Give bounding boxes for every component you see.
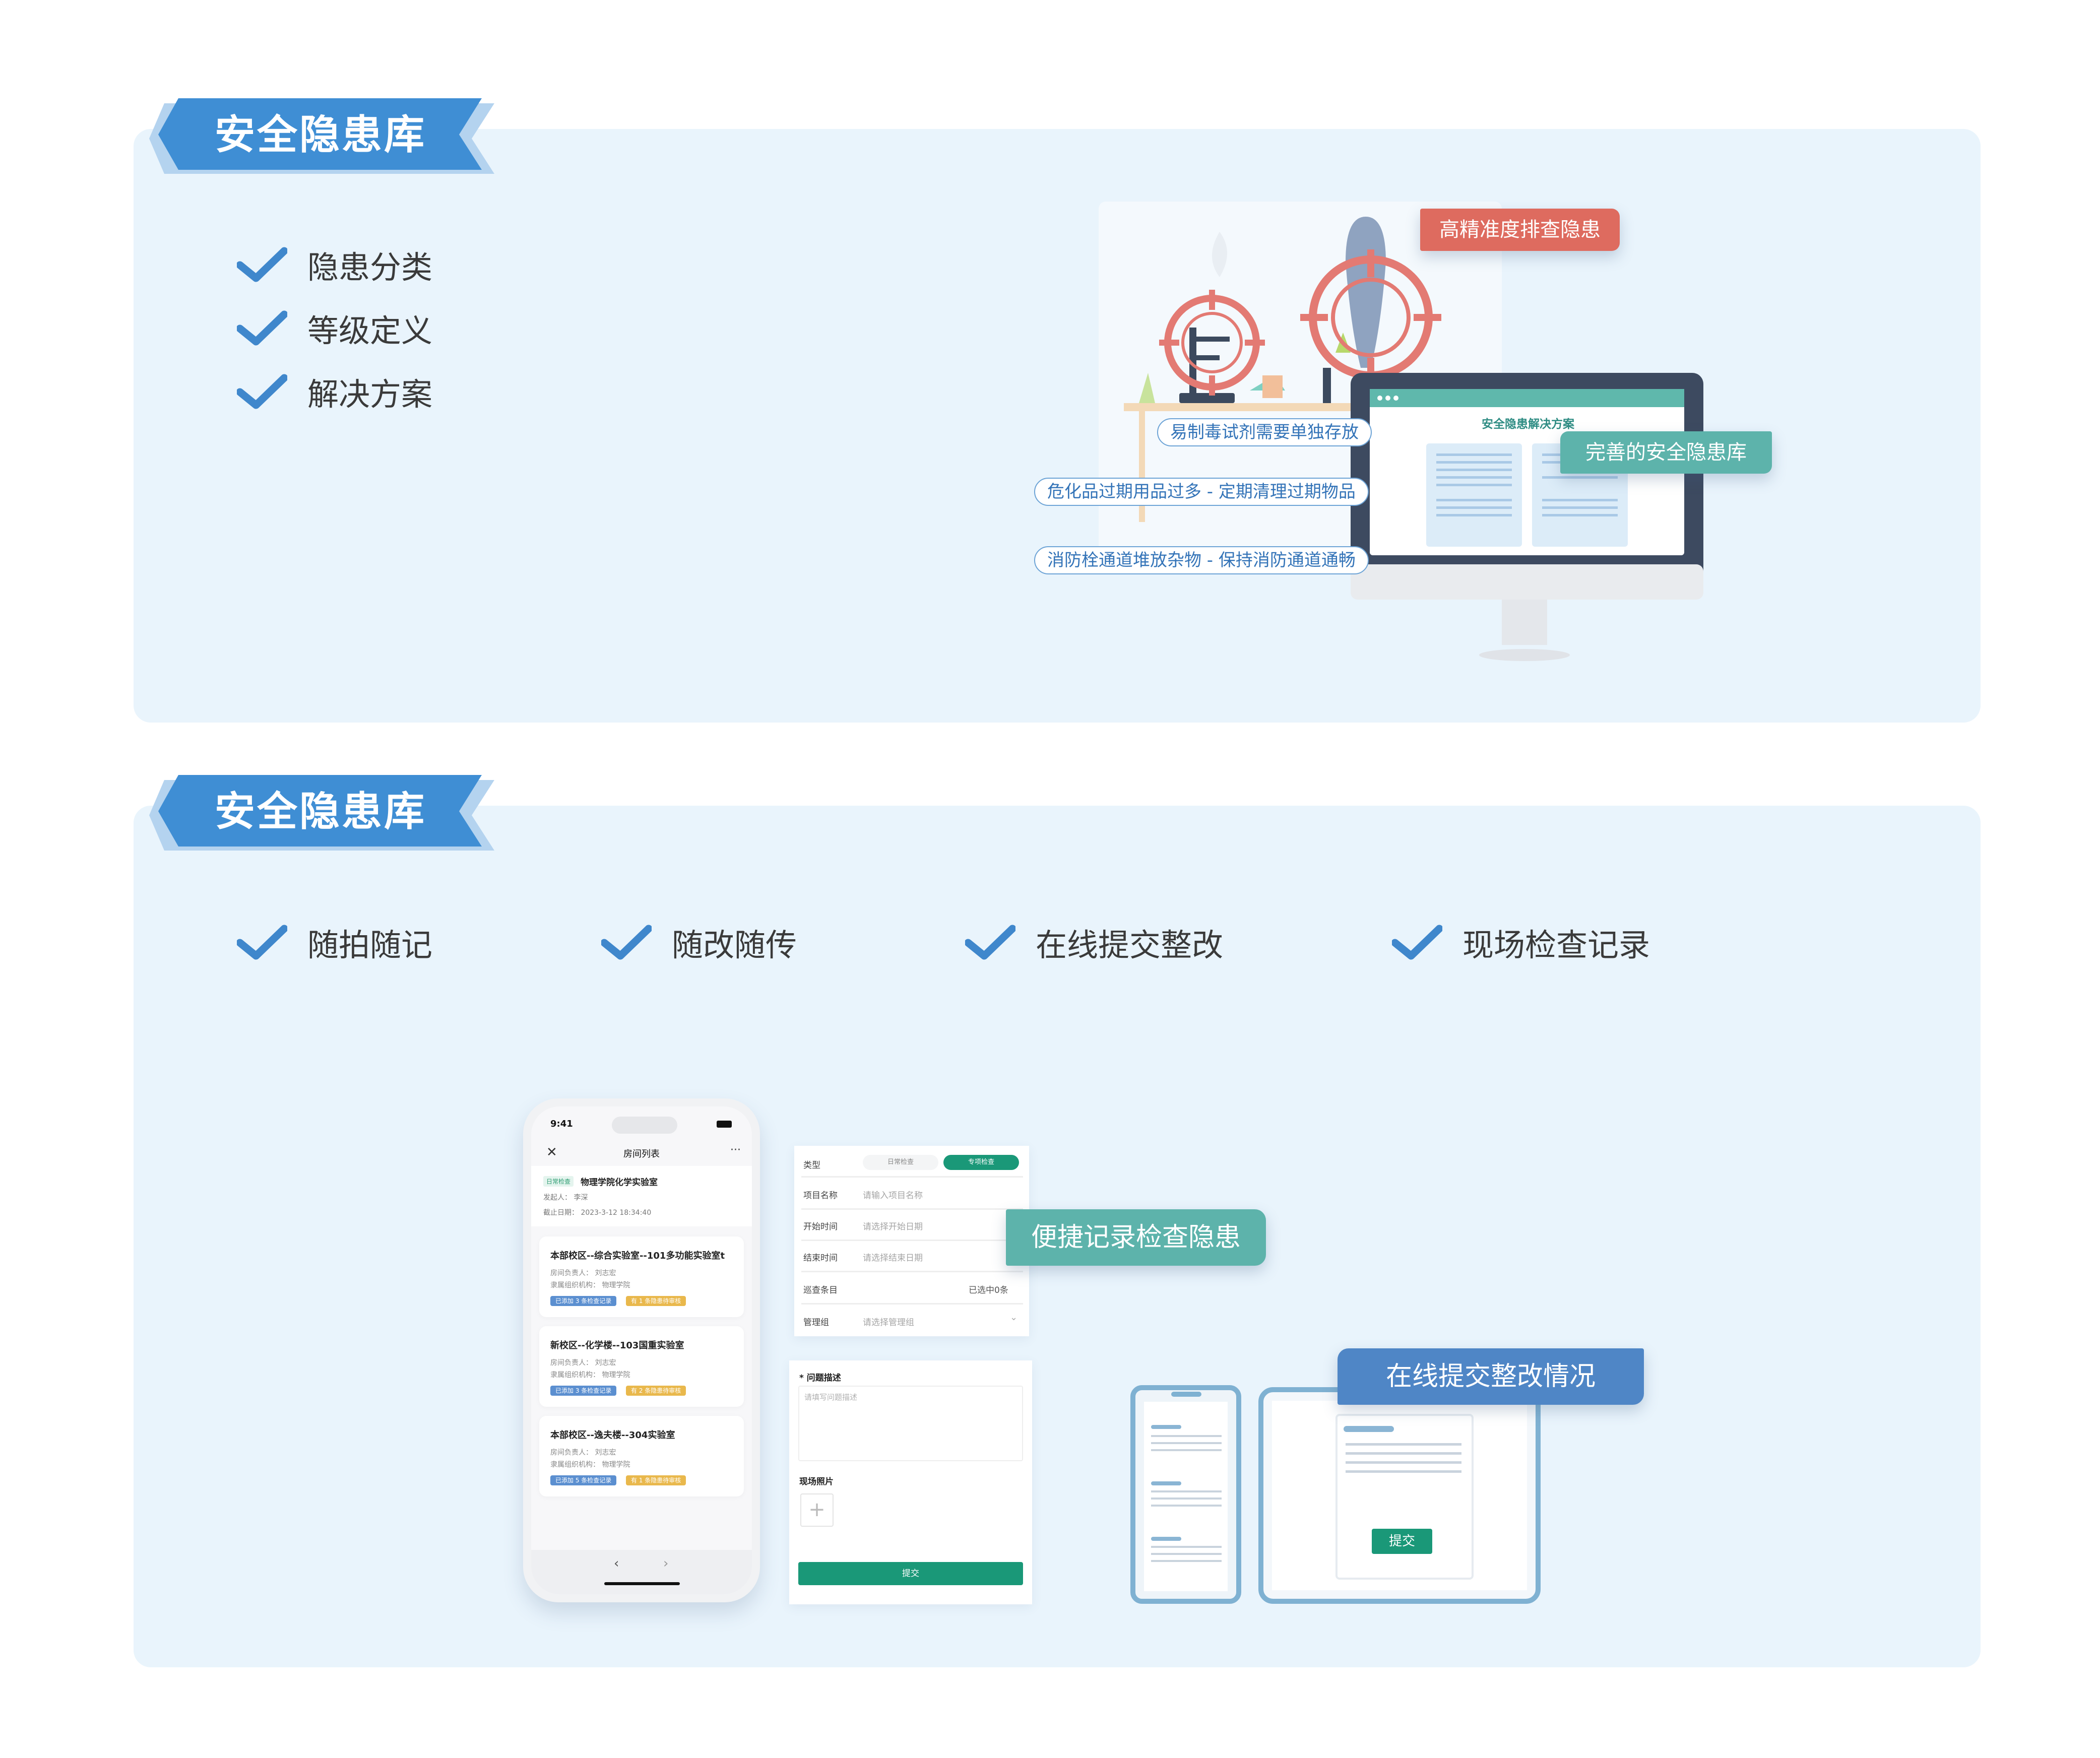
tag-precision: 高精准度排查隐患 xyxy=(1420,209,1620,251)
room-card[interactable]: 本部校区--综合实验室--101多功能实验室t 房间负责人： 刘志宏 隶属组织机… xyxy=(539,1236,744,1317)
record-chip: 已添加 3 条检查记录 xyxy=(550,1386,617,1396)
type-option-special[interactable]: 专项检查 xyxy=(943,1155,1019,1170)
patrol-items-label: 巡查条目 xyxy=(803,1285,838,1295)
feature-label: 现场检查记录 xyxy=(1462,927,1650,963)
home-indicator xyxy=(604,1582,680,1585)
room-org: 隶属组织机构： 物理学院 xyxy=(550,1281,630,1289)
end-time-label: 结束时间 xyxy=(803,1253,838,1263)
type-label: 类型 xyxy=(803,1160,820,1170)
target-icon xyxy=(1159,290,1265,396)
start-time-input[interactable]: 请选择开始日期 xyxy=(863,1222,923,1232)
check-icon xyxy=(237,310,287,346)
room-title: 本部校区--综合实验室--101多功能实验室t xyxy=(550,1251,725,1261)
type-option-daily[interactable]: 日常检查 xyxy=(863,1155,938,1170)
pending-chip: 有 1 条隐患待审核 xyxy=(626,1296,686,1306)
end-time-input[interactable]: 请选择结束日期 xyxy=(863,1253,923,1263)
group-label: 管理组 xyxy=(803,1318,829,1328)
hazard-bubble: 危化品过期用品过多 - 定期清理过期物品 xyxy=(1034,478,1369,506)
device-submit-button[interactable]: 提交 xyxy=(1372,1529,1432,1554)
feature-item: 在线提交整改 xyxy=(965,920,1223,965)
feature-item: 随拍随记 xyxy=(237,920,432,965)
check-icon xyxy=(237,247,287,282)
lab-illustration: 安全隐患解决方案 xyxy=(1099,202,1764,665)
record-chip: 已添加 3 条检查记录 xyxy=(550,1296,617,1306)
add-photo-button[interactable]: + xyxy=(800,1493,834,1527)
check-icon xyxy=(601,925,652,960)
room-owner: 房间负责人： 刘志宏 xyxy=(550,1269,616,1277)
feature-item: 解决方案 xyxy=(237,369,432,414)
problem-form: * 问题描述 请填写问题描述 现场照片 + 提交 xyxy=(789,1360,1032,1604)
problem-placeholder: 请填写问题描述 xyxy=(804,1393,858,1402)
type-badge: 日常检查 xyxy=(543,1176,574,1187)
feature-label: 等级定义 xyxy=(307,312,433,349)
more-icon[interactable]: ··· xyxy=(730,1144,741,1156)
project-name-input[interactable]: 请输入项目名称 xyxy=(863,1191,923,1201)
dynamic-island xyxy=(612,1117,677,1134)
bottom-bar xyxy=(531,1550,752,1594)
phone-screen: 9:41 ✕ 房间列表 ··· 日常检查 物理学院化学实验室 发起人： 李深 截… xyxy=(531,1106,752,1594)
section-1-ribbon: 安全隐患库 xyxy=(149,98,494,174)
check-icon xyxy=(965,925,1015,960)
monitor-title: 安全隐患解决方案 xyxy=(1482,418,1574,431)
tag-online-submit: 在线提交整改情况 xyxy=(1338,1348,1644,1405)
room-org: 隶属组织机构： 物理学院 xyxy=(550,1371,630,1379)
status-time: 9:41 xyxy=(550,1119,573,1129)
close-icon[interactable]: ✕ xyxy=(546,1145,557,1160)
section-2-ribbon: 安全隐患库 xyxy=(149,775,494,851)
room-card[interactable]: 本部校区--逸夫楼--304实验室 房间负责人： 刘志宏 隶属组织机构： 物理学… xyxy=(539,1416,744,1496)
feature-item: 现场检查记录 xyxy=(1392,920,1650,965)
devices-illustration: 提交 xyxy=(1129,1381,1557,1607)
patrol-items-value[interactable]: 已选中0条 xyxy=(969,1285,1008,1295)
pending-chip: 有 1 条隐患待审核 xyxy=(626,1475,686,1485)
room-org: 隶属组织机构： 物理学院 xyxy=(550,1461,630,1469)
initiator: 发起人： 李深 xyxy=(543,1194,588,1202)
record-chip: 已添加 5 条检查记录 xyxy=(550,1475,617,1485)
room-title: 新校区--化学楼--103国重实验室 xyxy=(550,1340,684,1351)
start-time-label: 开始时间 xyxy=(803,1222,838,1232)
section-2-title: 安全隐患库 xyxy=(215,788,426,835)
room-title: 本部校区--逸夫楼--304实验室 xyxy=(550,1430,675,1441)
feature-label: 随改随传 xyxy=(672,927,797,963)
header-card: 日常检查 物理学院化学实验室 发起人： 李深 截止日期： 2023-3-12 1… xyxy=(531,1166,752,1226)
battery-icon xyxy=(717,1121,732,1128)
group-select[interactable]: 请选择管理组 xyxy=(863,1318,914,1328)
phone-mockup: 9:41 ✕ 房间列表 ··· 日常检查 物理学院化学实验室 发起人： 李深 截… xyxy=(523,1098,760,1602)
chevron-down-icon[interactable]: ⌄ xyxy=(1010,1312,1018,1323)
project-name-label: 项目名称 xyxy=(803,1191,838,1201)
forward-arrow-icon[interactable]: › xyxy=(663,1556,669,1571)
pending-chip: 有 2 条隐患待审核 xyxy=(626,1386,686,1396)
room-owner: 房间负责人： 刘志宏 xyxy=(550,1359,616,1367)
feature-item: 等级定义 xyxy=(237,305,432,351)
check-icon xyxy=(237,925,287,960)
header-name: 物理学院化学实验室 xyxy=(581,1178,658,1188)
hazard-bubble: 易制毒试剂需要单独存放 xyxy=(1157,418,1372,446)
back-arrow-icon[interactable]: ‹ xyxy=(614,1556,619,1571)
feature-label: 随拍随记 xyxy=(307,927,433,963)
tag-quick-record: 便捷记录检查隐患 xyxy=(1006,1209,1266,1266)
deadline: 截止日期： 2023-3-12 18:34:40 xyxy=(543,1209,652,1217)
check-icon xyxy=(237,374,287,409)
feature-item: 隐患分类 xyxy=(237,242,432,287)
problem-textarea[interactable]: 请填写问题描述 xyxy=(798,1386,1023,1461)
feature-label: 在线提交整改 xyxy=(1036,927,1224,963)
feature-item: 随改随传 xyxy=(601,920,797,965)
check-icon xyxy=(1392,925,1442,960)
tag-library: 完善的安全隐患库 xyxy=(1560,431,1772,474)
problem-label: * 问题描述 xyxy=(799,1373,841,1383)
room-card[interactable]: 新校区--化学楼--103国重实验室 房间负责人： 刘志宏 隶属组织机构： 物理… xyxy=(539,1326,744,1407)
nav-title: 房间列表 xyxy=(623,1149,660,1159)
inspection-form: 类型 日常检查 专项检查 项目名称 请输入项目名称 开始时间 请选择开始日期 结… xyxy=(794,1146,1029,1336)
feature-label: 隐患分类 xyxy=(307,249,433,286)
feature-label: 解决方案 xyxy=(307,376,433,413)
hazard-bubble: 消防栓通道堆放杂物 - 保持消防通道通畅 xyxy=(1034,546,1369,574)
room-owner: 房间负责人： 刘志宏 xyxy=(550,1449,616,1457)
section-1-title: 安全隐患库 xyxy=(215,111,426,158)
submit-button[interactable]: 提交 xyxy=(798,1562,1023,1585)
photo-label: 现场照片 xyxy=(799,1477,834,1487)
